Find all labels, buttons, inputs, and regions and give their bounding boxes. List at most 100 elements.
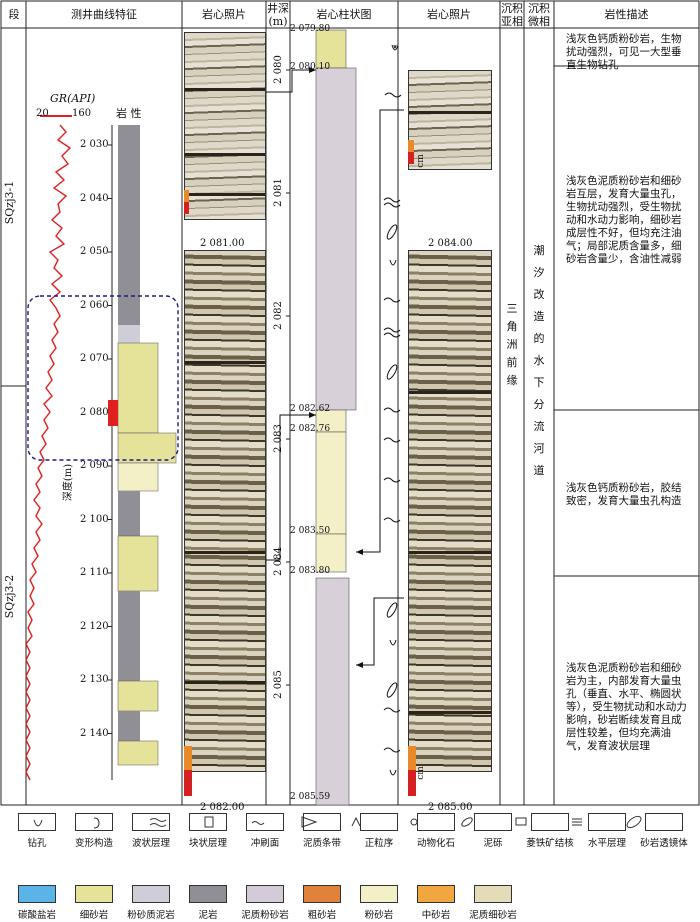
legend-symbol-box [75,813,113,831]
lith-mudstone-mid [118,491,140,536]
legend-label: 粉砂岩 [364,910,394,921]
gr-curve [25,124,72,781]
header-core-column: 岩心柱状图 [316,8,372,21]
well-depth-label: 2 081 [272,178,284,207]
wavy-bedding-icon [149,818,167,827]
well-depth-ticks [286,69,290,686]
legend-label: 细砂岩 [79,910,109,921]
horizontal-bedding-icon [572,818,582,826]
connector-lines [266,69,404,666]
siderite-nodule-icon [515,817,527,826]
legend-symbol-box [360,813,398,831]
photo2-depth: 2 082.00 [200,802,245,813]
scale-bar-red-1 [184,202,189,214]
depth-tick-label: 2 090 [80,460,109,471]
legend-label: 中砂岩 [421,910,451,921]
legend-symbol-box [645,813,683,831]
legend-symbol-box [246,813,284,831]
legend-swatch [417,885,455,903]
legend-label: 钻孔 [27,838,47,849]
legend-swatch [132,885,170,903]
normal-grading-icon [351,816,361,827]
core-bed-6 [315,577,350,806]
gr-max-label: 160 [72,108,92,119]
scale-label-1: cm [415,154,426,168]
legend-label: 冲刷面 [250,838,280,849]
lith-fine-sandstone-2 [117,432,177,464]
bed-boundary-label: 2 083.80 [290,566,331,576]
description-3: 浅灰色钙质粉砂岩，胶结致密，发育大量虫孔构造 [566,482,682,507]
legend-label: 动物化石 [416,838,455,849]
core-photo-4 [408,250,492,772]
legend-symbol-box [417,813,455,831]
header-sub-facies: 沉积亚相 [501,2,523,28]
depth-tick-label: 2 060 [80,299,109,311]
legend-label: 泥质条带 [302,838,341,849]
legend-symbol-box [303,813,341,831]
core-bed-1 [315,29,347,69]
bed-boundary-label: 2 083.50 [290,526,331,536]
header-micro-facies: 沉积微相 [528,2,550,28]
legend-symbol-box [531,813,569,831]
depth-tick-label: 2 130 [80,674,109,685]
structure-symbols [383,44,402,776]
sand-lens-icon [626,815,642,829]
micro-facies-text: 潮汐改造的水下分流河道 [533,244,545,477]
description-2: 浅灰色泥质粉砂岩和细砂岩互层，发育大量虫孔，生物扰动强烈，受生物扰动和水动力影响… [566,175,682,265]
legend-symbol-box [132,813,170,831]
legend-label: 泥岩 [198,910,218,921]
lith-mudstone-bottom [118,711,140,741]
bed-boundary-label: 2 082.76 [290,424,331,434]
header-core-photo-2: 岩心照片 [427,8,471,21]
legend-symbol-box [189,813,227,831]
depth-tick-label: 2 100 [80,513,109,525]
legend-label: 粗砂岩 [307,910,337,921]
depth-tick-label: 2 110 [80,567,109,578]
well-depth-label: 2 085 [272,670,284,699]
legend-swatch [246,885,284,903]
depth-tick-label: 2 040 [80,192,109,204]
legend-symbol-box [18,813,56,831]
massive-bedding-icon [204,816,214,828]
legend-swatch [474,885,512,903]
deformation-icon [93,817,100,829]
header-log-features: 测井曲线特征 [71,8,137,21]
mud-stripe-icon [301,816,318,828]
scale-label-2: cm [415,766,426,780]
sub-facies-text: 三角洲前缘 [506,302,518,387]
header-depth: 井深 (m) [267,2,289,28]
well-depth-label: 2 084 [272,547,284,576]
bed-boundary-label: 2 080.10 [290,62,331,72]
legend-label: 泥质细砂岩 [469,910,517,921]
borehole-icon [33,819,43,827]
mud-gravel-icon [461,817,473,827]
scale-bar-red-2 [184,770,192,796]
bed-boundary-label: 2 079.80 [290,24,331,34]
scale-bar-orange-4 [408,746,416,770]
scale-bar-orange-2 [184,746,192,770]
depth-tick-label: 2 120 [80,620,109,632]
depth-tick-label: 2 070 [80,353,109,364]
bed-boundary-label: 2 085.59 [290,792,331,802]
description-4: 浅灰色泥质粉砂岩和细砂岩为主，内部发育大量虫孔（垂直、水平、椭圆状等），受生物扰… [566,662,687,752]
gr-label: GR(API) [50,92,96,105]
legend-label: 正粒序 [364,838,394,849]
legend-swatch [360,885,398,903]
depth-tick-label: 2 080 [80,406,109,418]
core-photo-1 [184,32,266,220]
lith-mudstone-lower [118,591,140,681]
legend-label: 碳酸盐岩 [17,910,56,921]
well-depth-label: 2 080 [272,55,284,84]
core-bed-4 [315,431,347,535]
legend-icons [33,815,642,829]
connector-arrows [309,67,363,668]
log-panel [25,115,179,781]
scale-bar-orange-1 [184,190,189,202]
legend-swatch [18,885,56,903]
legend-label: 菱铁矿结核 [526,838,574,849]
scour-surface-icon [251,821,265,825]
lith-fine-sandstone-5 [117,740,159,766]
depth-tick-label: 2 140 [80,727,109,739]
header-segment: 段 [8,8,20,21]
